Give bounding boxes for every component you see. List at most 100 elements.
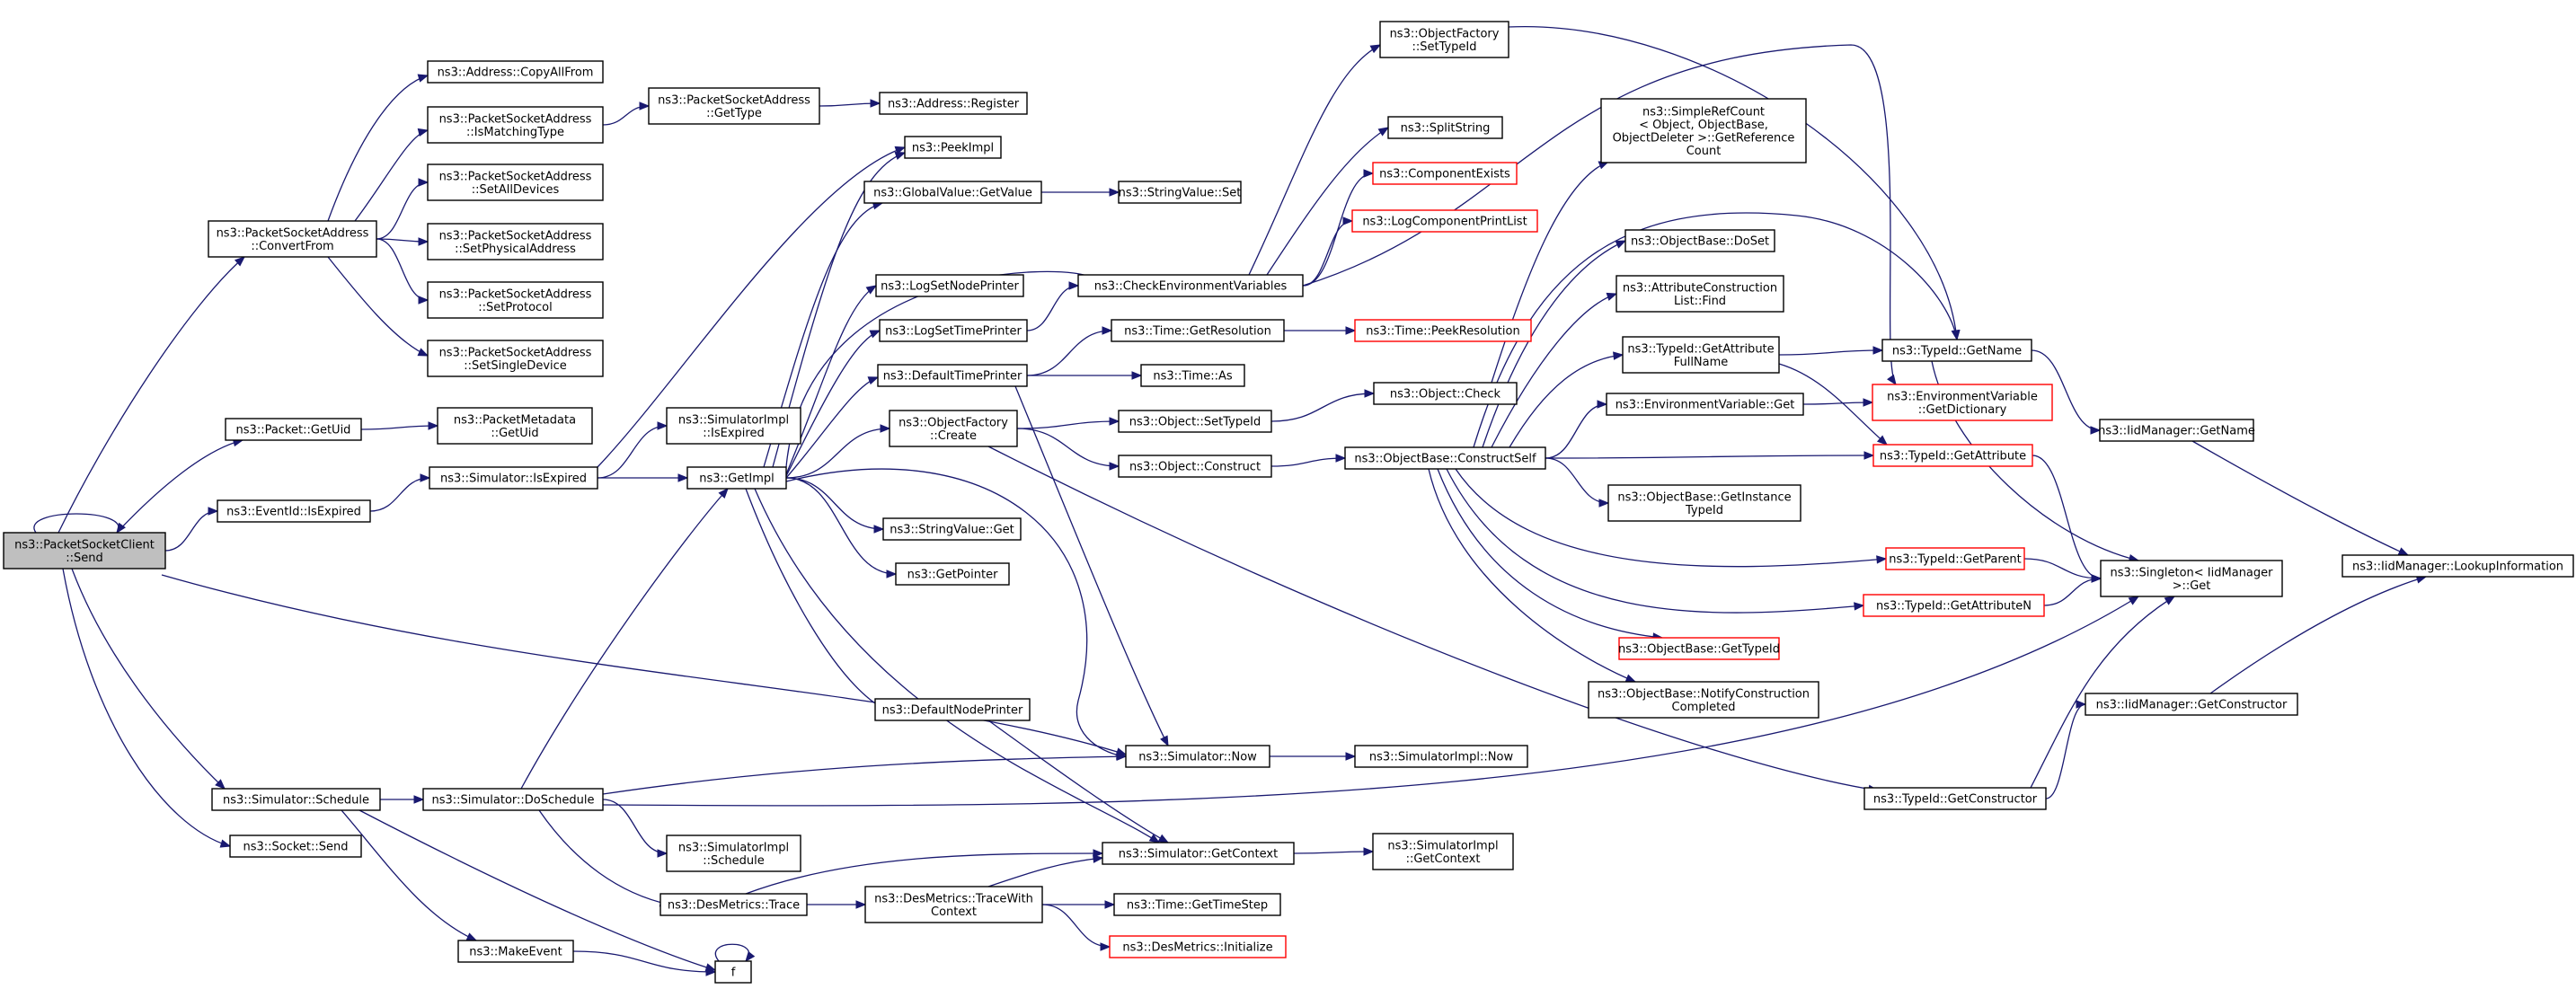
node-label: < Object, ObjectBase, [1639, 119, 1768, 132]
node-label: ns3::Packet::GetUid [236, 424, 351, 437]
node-peekImpl[interactable]: ns3::PeekImpl [904, 136, 1002, 159]
node-setPhysicalAddress[interactable]: ns3::PacketSocketAddress::SetPhysicalAdd… [427, 223, 604, 260]
node-iidGetConstructor[interactable]: ns3::IidManager::GetConstructor [2085, 693, 2298, 716]
node-setAllDevices[interactable]: ns3::PacketSocketAddress::SetAllDevices [427, 163, 604, 201]
node-implSchedule[interactable]: ns3::SimulatorImpl::Schedule [666, 834, 801, 872]
node-ofCreate[interactable]: ns3::ObjectFactory::Create [889, 410, 1018, 447]
node-packetGetUid[interactable]: ns3::Packet::GetUid [225, 418, 362, 441]
node-tidGetAttribute[interactable]: ns3::TypeId::GetAttribute [1872, 444, 2033, 467]
node-defaultNodePrinter[interactable]: ns3::DefaultNodePrinter [874, 698, 1031, 721]
node-tidGetParent[interactable]: ns3::TypeId::GetParent [1885, 547, 2025, 570]
edge-arrowhead [417, 74, 429, 83]
node-socketSend[interactable]: ns3::Socket::Send [229, 834, 362, 858]
node-tidGetConstructor[interactable]: ns3::TypeId::GetConstructor [1863, 787, 2047, 810]
edge-arrowhead [657, 421, 668, 430]
node-desTrace[interactable]: ns3::DesMetrics::Trace [659, 893, 808, 916]
node-makeEvent[interactable]: ns3::MakeEvent [457, 940, 574, 963]
node-timeAs[interactable]: ns3::Time::As [1140, 364, 1245, 387]
edge-doSchedule-to-singletonGet [602, 596, 2140, 807]
node-obNotify[interactable]: ns3::ObjectBase::NotifyConstructionCompl… [1588, 681, 1819, 719]
node-box [1118, 181, 1242, 204]
node-box [422, 788, 604, 811]
node-f[interactable]: f [714, 960, 752, 984]
edge-arrowhead [2076, 700, 2087, 709]
node-tidGetName[interactable]: ns3::TypeId::GetName [1881, 339, 2032, 362]
node-gvGetValue[interactable]: ns3::GlobalValue::GetValue [863, 181, 1042, 204]
node-implNow[interactable]: ns3::SimulatorImpl::Now [1354, 745, 1528, 768]
node-getPointer[interactable]: ns3::GetPointer [895, 562, 1010, 586]
node-getType[interactable]: ns3::PacketSocketAddress::GetType [648, 87, 820, 125]
node-box [1351, 209, 1538, 233]
edge-line [369, 477, 430, 512]
node-componentExists[interactable]: ns3::ComponentExists [1372, 162, 1518, 185]
node-simIsExpired[interactable]: ns3::Simulator::IsExpired [429, 466, 598, 490]
node-objConstruct[interactable]: ns3::Object::Construct [1118, 455, 1272, 478]
edge-arrowhead [1854, 602, 1865, 611]
edge-line [572, 950, 716, 973]
node-singletonGet[interactable]: ns3::Singleton< IidManager>::Get [2100, 560, 2283, 597]
node-timePeekResolution[interactable]: ns3::Time::PeekResolution [1354, 319, 1532, 342]
edge-arrowhead [855, 900, 867, 909]
node-label: ::Send [66, 552, 103, 565]
edge-logSetTimePrinter-to-checkEnv [1026, 281, 1080, 331]
node-stringValueGet[interactable]: ns3::StringValue::Get [882, 517, 1022, 541]
node-envGet[interactable]: ns3::EnvironmentVariable::Get [1606, 393, 1804, 416]
node-getContext[interactable]: ns3::Simulator::GetContext [1102, 842, 1295, 865]
node-desInitialize[interactable]: ns3::DesMetrics::Initialize [1109, 935, 1287, 958]
node-convertFrom[interactable]: ns3::PacketSocketAddress::ConvertFrom [208, 220, 377, 258]
edge-line [1302, 44, 1897, 385]
node-objSetTypeId[interactable]: ns3::Object::SetTypeId [1118, 410, 1272, 433]
node-constructSelf[interactable]: ns3::ObjectBase::ConstructSelf [1344, 446, 1546, 470]
node-simSchedule[interactable]: ns3::Simulator::Schedule [211, 788, 381, 811]
node-envGetDict[interactable]: ns3::EnvironmentVariable::GetDictionary [1872, 384, 2053, 421]
node-setSingleDevice[interactable]: ns3::PacketSocketAddress::SetSingleDevic… [427, 340, 604, 377]
node-isMatchingType[interactable]: ns3::PacketSocketAddress::IsMatchingType [427, 106, 604, 144]
edge-arrowhead [1102, 326, 1113, 335]
node-getImpl[interactable]: ns3::GetImpl [686, 466, 787, 490]
node-implIsExpired[interactable]: ns3::SimulatorImpl::IsExpired [666, 407, 801, 445]
node-box [686, 466, 787, 490]
node-timeGetTimeStep[interactable]: ns3::Time::GetTimeStep [1113, 893, 1281, 916]
node-doSchedule[interactable]: ns3::Simulator::DoSchedule [422, 788, 604, 811]
node-obGetTypeId[interactable]: ns3::ObjectBase::GetTypeId [1618, 637, 1780, 660]
node-root[interactable]: ns3::PacketSocketClient::Send [3, 532, 166, 570]
edge-convertFrom-to-setSingleDevice [327, 256, 429, 357]
edge-line [376, 181, 429, 240]
node-iidGetName[interactable]: ns3::IidManager::GetName [2098, 419, 2255, 442]
node-implGetContext[interactable]: ns3::SimulatorImpl::GetContext [1372, 833, 1514, 870]
node-simpleRefCount[interactable]: ns3::SimpleRefCount< Object, ObjectBase,… [1600, 98, 1807, 163]
node-box [1118, 410, 1272, 433]
node-simNow[interactable]: ns3::Simulator::Now [1125, 745, 1270, 768]
node-label: ns3::TypeId::GetAttribute [1880, 450, 2026, 464]
node-ofSetTypeId[interactable]: ns3::ObjectFactory::SetTypeId [1379, 21, 1509, 58]
node-tidGetAttributeN[interactable]: ns3::TypeId::GetAttributeN [1863, 594, 2045, 617]
node-box [864, 886, 1043, 923]
node-objCheck[interactable]: ns3::Object::Check [1373, 382, 1518, 405]
node-label: ::SetProtocol [478, 301, 553, 314]
node-timeGetResolution[interactable]: ns3::Time::GetResolution [1111, 319, 1285, 342]
edge-getImpl-to-getPointer [785, 477, 898, 578]
edge-constructSelf-to-aclFind [1491, 292, 1618, 448]
node-logComponentPrintList[interactable]: ns3::LogComponentPrintList [1351, 209, 1538, 233]
node-logSetNodePrinter[interactable]: ns3::LogSetNodePrinter [875, 274, 1024, 297]
node-box [3, 532, 166, 570]
node-checkEnv[interactable]: ns3::CheckEnvironmentVariables [1077, 274, 1304, 297]
node-svSet[interactable]: ns3::StringValue::Set [1118, 181, 1242, 204]
node-copyAllFrom[interactable]: ns3::Address::CopyAllFrom [427, 60, 604, 84]
node-splitString[interactable]: ns3::SplitString [1387, 116, 1503, 139]
node-label: ::IsExpired [703, 427, 764, 440]
node-eventIsExpired[interactable]: ns3::EventId::IsExpired [217, 499, 371, 523]
node-setProtocol[interactable]: ns3::PacketSocketAddress::SetProtocol [427, 281, 604, 319]
node-lookupInformation[interactable]: ns3::IidManager::LookupInformation [2341, 554, 2574, 578]
node-logSetTimePrinter[interactable]: ns3::LogSetTimePrinter [879, 319, 1028, 342]
node-obDoSet[interactable]: ns3::ObjectBase::DoSet [1624, 229, 1775, 252]
edge-getImpl-to-logSetTimePrinter [785, 330, 881, 477]
node-addrRegister[interactable]: ns3::Address::Register [879, 92, 1028, 115]
edge-tidGetConstructor-to-singletonGet [2030, 596, 2176, 789]
node-metaGetUid[interactable]: ns3::PacketMetadata::GetUid [437, 407, 593, 445]
node-defaultTimePrinter[interactable]: ns3::DefaultTimePrinter [877, 364, 1028, 387]
